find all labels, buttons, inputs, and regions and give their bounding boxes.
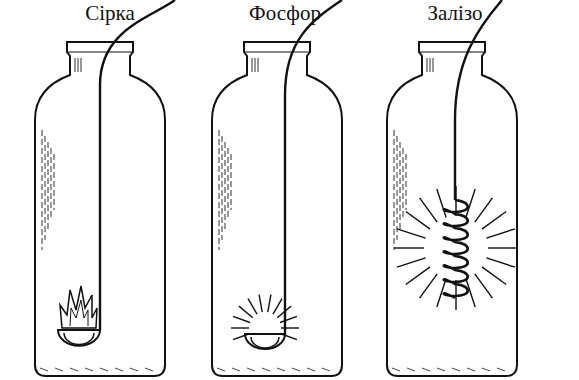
light-ray (273, 299, 282, 315)
substance-label: Сірка (85, 2, 135, 25)
light-ray (437, 189, 446, 218)
light-ray (259, 295, 262, 313)
light-ray (437, 278, 446, 307)
light-ray (466, 278, 475, 307)
light-ray (482, 267, 506, 285)
light-ray (394, 247, 424, 248)
wire-holder (285, 0, 342, 334)
glass-bottle (387, 42, 517, 376)
light-ray (268, 295, 271, 313)
light-ray (466, 189, 475, 218)
light-ray (486, 229, 515, 238)
light-ray (231, 327, 249, 328)
light-ray (486, 258, 515, 267)
light-ray (475, 198, 493, 222)
glass-bottle (212, 42, 342, 376)
light-ray (488, 247, 518, 248)
light-ray (233, 316, 250, 322)
light-ray (406, 267, 430, 285)
light-ray (397, 258, 426, 267)
light-ray (455, 186, 456, 216)
light-ray (281, 327, 299, 328)
light-ray (397, 229, 426, 238)
light-ray (248, 299, 257, 315)
light-ray (475, 274, 493, 298)
light-ray (239, 306, 253, 318)
light-ray (420, 274, 438, 298)
wire-holder (100, 0, 175, 330)
burning-spoon (58, 330, 100, 346)
light-ray (420, 198, 438, 222)
light-ray (455, 280, 456, 310)
sulfur-flame (60, 286, 97, 328)
light-ray (482, 212, 506, 230)
wire-holder (455, 0, 502, 200)
substance-label: Фосфор (249, 2, 321, 25)
light-ray (280, 333, 297, 339)
burning-spoon (245, 334, 285, 349)
light-ray (280, 316, 297, 322)
substance-label: Залізо (427, 2, 482, 25)
light-ray (277, 306, 291, 318)
light-ray (406, 212, 430, 230)
light-ray (233, 333, 250, 339)
